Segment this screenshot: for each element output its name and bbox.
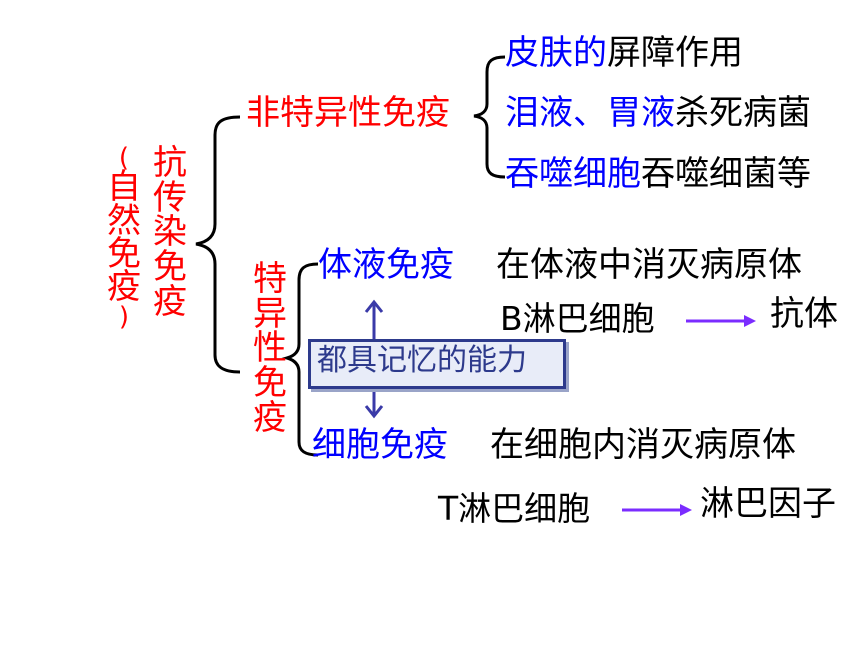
b-cell-arrow (686, 315, 756, 327)
root-title-char: 传 (153, 177, 187, 218)
root-title-char: 抗 (153, 143, 187, 183)
root-brace (195, 115, 241, 374)
root-title: 抗 传 染 免 疫 (150, 146, 190, 319)
specific-brace (281, 262, 319, 457)
humoral-cell: B淋巴细胞 (500, 299, 655, 338)
item-highlight: 皮肤的 (505, 33, 607, 73)
nonspecific-item: 吞噬细胞吞噬细菌等 (505, 157, 811, 191)
item-rest: 杀死病菌 (675, 93, 811, 133)
root-title-char: 疫 (153, 281, 187, 322)
specific-label: 特 异 性 免 疫 (250, 262, 290, 435)
memory-note-box (308, 339, 566, 389)
memory-note: 都具记忆的能力 (317, 343, 527, 378)
root-note-char: ) (118, 301, 130, 332)
root-note-char: 然 (107, 200, 141, 241)
root-note-char: 自 (107, 167, 141, 208)
cellular-label: 细胞免疫 (312, 425, 448, 465)
cellular-cell: T淋巴细胞 (438, 489, 591, 528)
t-cell-arrow (622, 504, 692, 516)
nonspecific-label: 非特异性免疫 (246, 93, 450, 133)
nonspecific-item: 泪液、胃液杀死病菌 (505, 96, 811, 130)
item-rest: 屏障作用 (607, 33, 743, 73)
cellular-product: 淋巴因子 (700, 484, 836, 524)
root-note: ( 自 然 免 疫 ) (104, 143, 144, 332)
specific-label-char: 性 (253, 328, 287, 369)
item-highlight: 泪液、胃液 (505, 93, 675, 133)
nonspecific-brace (473, 55, 506, 179)
item-highlight: 吞噬细胞 (505, 154, 641, 194)
root-title-char: 染 (153, 212, 187, 253)
item-rest: 吞噬细菌等 (641, 154, 811, 194)
humoral-label: 体液免疫 (318, 245, 454, 285)
root-note-char: 疫 (107, 267, 141, 308)
root-note-char: 免 (107, 234, 141, 275)
root-title-char: 免 (153, 247, 187, 288)
root-note-char: ( (118, 143, 130, 173)
specific-label-char: 异 (253, 293, 287, 334)
cellular-desc: 在细胞内消灭病原体 (490, 425, 796, 465)
humoral-desc: 在体液中消灭病原体 (496, 245, 802, 285)
humoral-product: 抗体 (770, 294, 838, 334)
specific-label-char: 免 (253, 363, 287, 404)
specific-label-char: 特 (253, 259, 287, 299)
specific-label-char: 疫 (253, 397, 287, 438)
nonspecific-item: 皮肤的屏障作用 (505, 36, 743, 70)
